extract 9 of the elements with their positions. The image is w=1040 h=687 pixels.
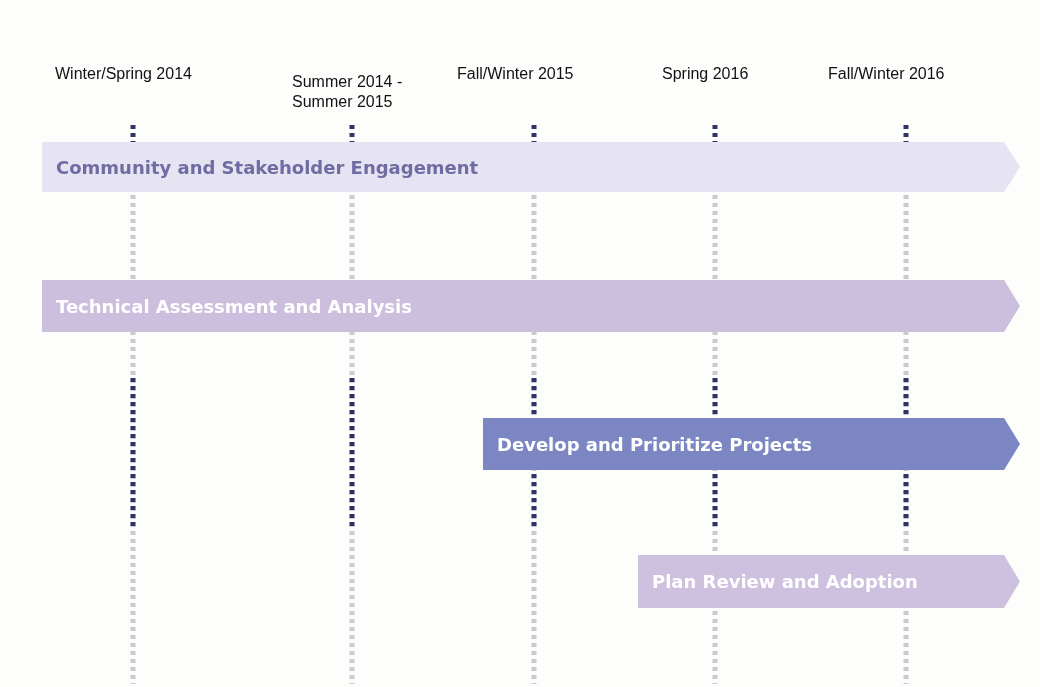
phase-label: Technical Assessment and Analysis — [56, 295, 412, 317]
date-label: Fall/Winter 2015 — [457, 64, 574, 84]
date-label: Winter/Spring 2014 — [55, 64, 192, 84]
phase-label: Develop and Prioritize Projects — [497, 433, 813, 455]
date-label: Fall/Winter 2016 — [828, 64, 945, 84]
phase-label: Plan Review and Adoption — [652, 571, 918, 592]
date-label: Spring 2016 — [662, 64, 749, 84]
date-label: Summer 2014 - Summer 2015 — [292, 72, 404, 112]
phase-label: Community and Stakeholder Engagement — [56, 156, 479, 178]
